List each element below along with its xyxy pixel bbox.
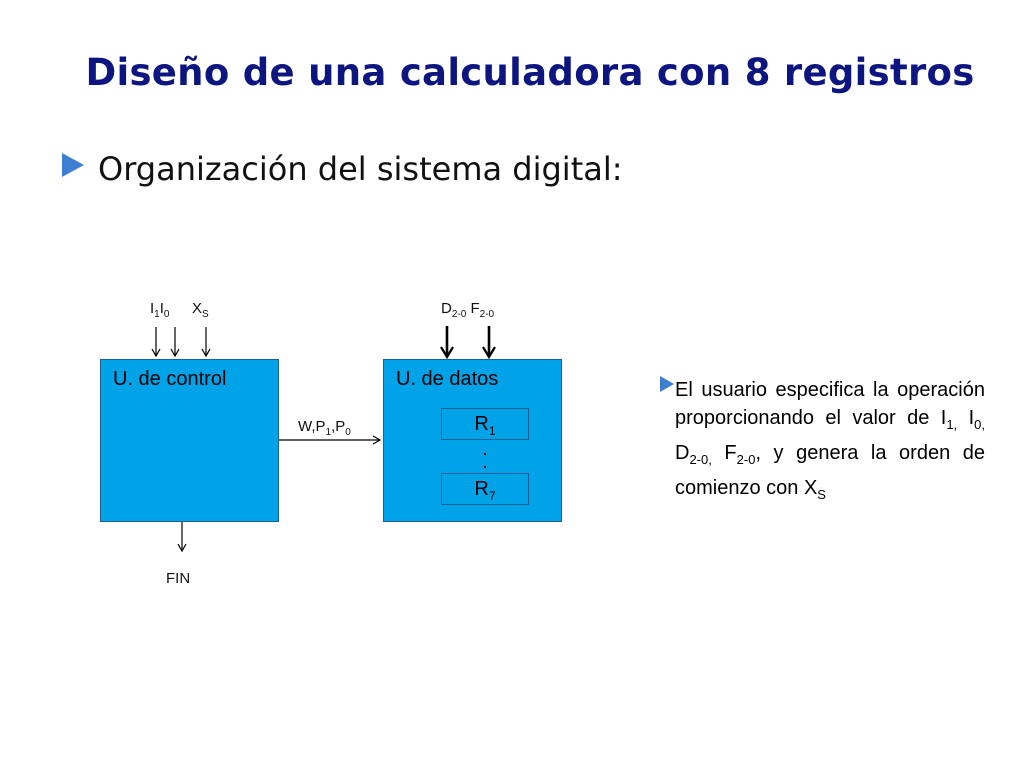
description-text: El usuario especifica la operación propo… — [675, 379, 985, 502]
control-unit-label: U. de control — [113, 368, 227, 390]
bullet-arrow-icon — [660, 376, 674, 392]
ellipsis-dot — [484, 453, 486, 455]
input-label-xs: XS — [192, 300, 209, 320]
register-r1: R1 — [441, 408, 529, 440]
input-label-d-f: D2-0 F2-0 — [441, 300, 495, 320]
link-label: W,P1,P0 — [298, 418, 351, 438]
output-label: FIN — [166, 570, 191, 587]
slide-subtitle: Organización del sistema digital: — [98, 150, 623, 188]
register-r7: R7 — [441, 473, 529, 505]
input-label-i1i0: I1I0 — [150, 300, 170, 320]
ellipsis-dot — [484, 466, 486, 468]
data-unit-label: U. de datos — [396, 368, 499, 390]
bullet-arrow-icon — [62, 153, 84, 177]
slide-title: Diseño de una calculadora con 8 registro… — [85, 51, 975, 94]
control-unit-box: U. de control — [100, 359, 279, 522]
